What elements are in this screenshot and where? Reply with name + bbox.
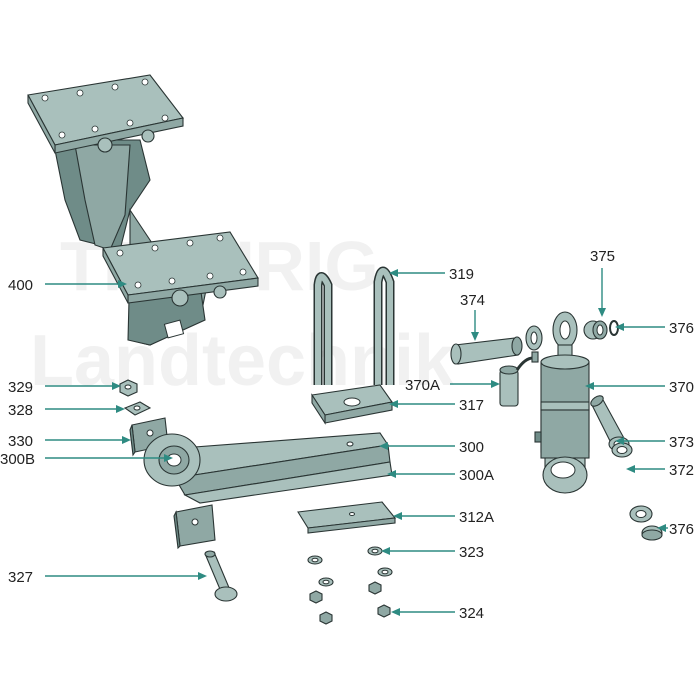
callout-400: 400 <box>8 277 33 294</box>
callout-372: 372 <box>669 462 694 479</box>
u-bolts-319 <box>313 266 395 385</box>
callout-323: 323 <box>459 544 484 561</box>
leader-lines <box>45 268 668 616</box>
washers-nuts <box>307 546 393 625</box>
rings-372 <box>608 436 633 458</box>
ring-376-top <box>609 320 619 336</box>
callout-labels: 400 319 375 374 376 370A 370 317 329 328… <box>0 248 694 622</box>
callout-319: 319 <box>449 266 474 283</box>
callout-300A: 300A <box>459 467 494 484</box>
callout-312A: 312A <box>459 509 494 526</box>
callout-374: 374 <box>460 292 485 309</box>
sleeve-373 <box>590 395 626 448</box>
cylinder-370 <box>534 311 590 494</box>
clamp-plate-317 <box>311 384 393 425</box>
lower-bracket <box>173 504 216 550</box>
plate-312A <box>297 501 397 534</box>
callout-376-top: 376 <box>669 320 694 337</box>
washer-376-bottom <box>629 505 663 541</box>
leaf-spring-300 <box>143 432 393 504</box>
watermark-line2: Landtechnik <box>30 321 455 401</box>
callout-300: 300 <box>459 439 484 456</box>
callout-376-bottom: 376 <box>669 521 694 538</box>
callout-327: 327 <box>8 569 33 586</box>
callout-328: 328 <box>8 402 33 419</box>
callout-373: 373 <box>669 434 694 451</box>
nut-329 <box>119 379 138 397</box>
bolt-327 <box>204 550 238 602</box>
bushing-375 <box>583 320 608 340</box>
pin-374 <box>450 336 523 365</box>
bracket-400 <box>27 74 259 346</box>
callout-330: 330 <box>8 433 33 450</box>
callout-375: 375 <box>590 248 615 265</box>
bushing-pair <box>525 325 543 351</box>
sensor-370A <box>499 351 539 407</box>
callout-317: 317 <box>459 397 484 414</box>
callout-370A: 370A <box>405 377 440 394</box>
callout-329: 329 <box>8 379 33 396</box>
washer-328 <box>123 401 152 416</box>
callout-300B: 300B <box>0 451 35 468</box>
callout-324: 324 <box>459 605 484 622</box>
callout-370: 370 <box>669 379 694 396</box>
